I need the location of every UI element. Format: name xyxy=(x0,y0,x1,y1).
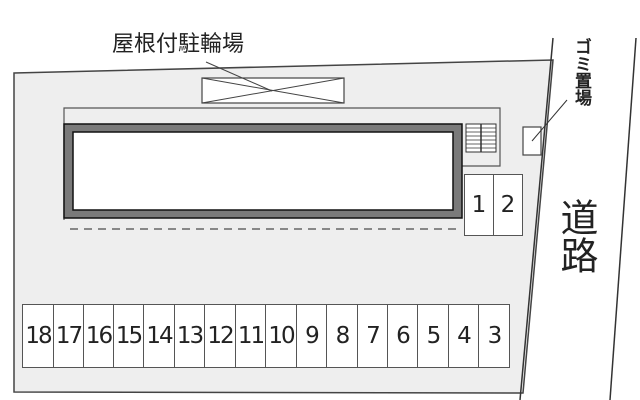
parking-stall: 11 xyxy=(236,305,266,367)
parking-stall: 9 xyxy=(297,305,327,367)
parking-stall: 8 xyxy=(327,305,358,367)
parking-stall: 12 xyxy=(205,305,236,367)
parking-stall: 2 xyxy=(494,175,523,235)
parking-stall: 15 xyxy=(114,305,144,367)
road-edge-left xyxy=(519,37,554,400)
parking-stall: 1 xyxy=(465,175,494,235)
parking-stall: 3 xyxy=(479,305,510,367)
bike-label-leader xyxy=(205,61,273,92)
parking-stalls-bottom: 18 17 16 15 14 13 12 11 10 9 8 7 6 5 4 3 xyxy=(22,304,510,368)
trash-label-leader xyxy=(531,99,568,142)
trash-area-label: ゴミ置場 xyxy=(571,38,591,106)
parking-stall: 10 xyxy=(266,305,297,367)
parking-stall: 18 xyxy=(23,305,54,367)
bike-parking-label: 屋根付駐輪場 xyxy=(112,32,245,57)
stairs-icon xyxy=(465,123,497,153)
parking-stalls-top: 1 2 xyxy=(464,174,523,236)
building-interior xyxy=(72,131,454,211)
parking-stall: 16 xyxy=(84,305,114,367)
parking-stall: 5 xyxy=(418,305,449,367)
parking-stall: 13 xyxy=(175,305,205,367)
parking-stall: 17 xyxy=(54,305,84,367)
road-edge-right xyxy=(609,37,637,400)
bike-shelter-cross-b xyxy=(201,77,345,104)
parking-stall: 4 xyxy=(449,305,479,367)
parking-stall: 7 xyxy=(358,305,388,367)
parking-stall: 14 xyxy=(144,305,175,367)
road-label: 道路 xyxy=(554,198,598,274)
parking-stall: 6 xyxy=(388,305,418,367)
